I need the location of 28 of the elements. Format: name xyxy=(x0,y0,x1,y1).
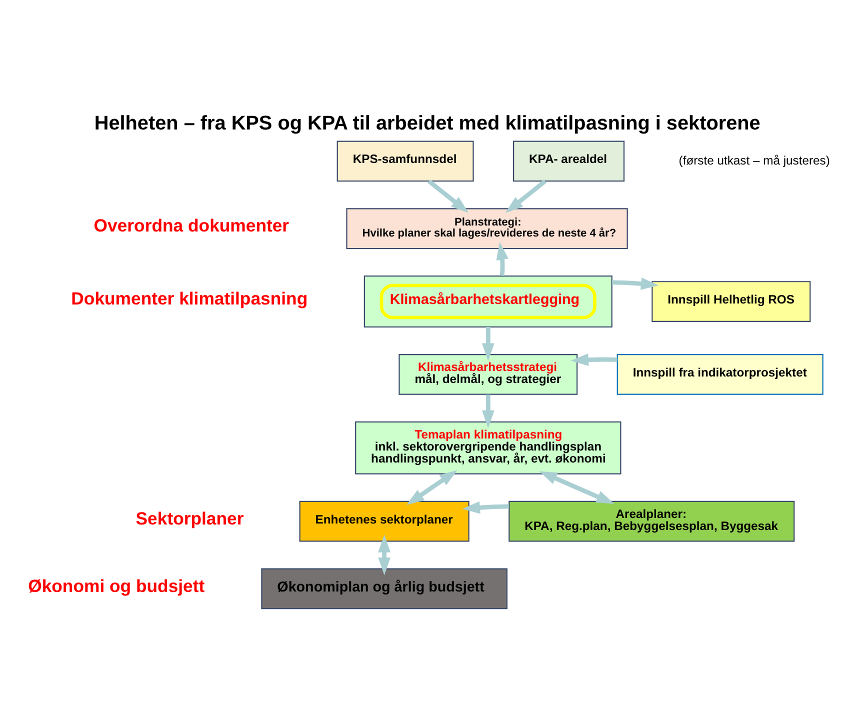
arrow xyxy=(482,394,494,428)
arrow xyxy=(496,242,509,276)
node-box: KPA- arealdel xyxy=(513,140,625,182)
label: Sektorplaner xyxy=(136,508,244,528)
arrow xyxy=(539,470,614,504)
arrow xyxy=(482,326,494,360)
label: (første utkast – må justeres) xyxy=(678,152,830,167)
node-box: KPS-samfunnsdel xyxy=(336,140,474,182)
arrow xyxy=(428,178,469,212)
arrow xyxy=(378,534,391,575)
node-box: Innspill fra indikatorprosjektet xyxy=(616,353,824,394)
node-box: Temaplan klimatilpasning inkl. sektorovergripende handlingsplan handlingspunkt, ansvar, år, evt. økonomi xyxy=(355,420,622,474)
arrow xyxy=(505,178,547,212)
node-box: Arealplaner: KPA, Reg.plan, Bebyggelsesplan, Byggesak xyxy=(508,500,795,542)
label: Dokumenter klimatilpasning xyxy=(71,288,308,308)
arrow xyxy=(570,353,618,366)
label: Overordna dokumenter xyxy=(94,215,290,236)
node-box: Klimasårbarhetsstrategi mål, delmål, og strategier xyxy=(398,353,578,394)
label: Økonomi og budsjett xyxy=(28,575,205,596)
node-box: Enhetenes sektorplaner xyxy=(299,500,470,542)
node-box: Økonomiplan og årlig budsjett xyxy=(261,568,508,609)
arrow xyxy=(462,500,509,514)
arrow xyxy=(406,470,458,505)
node-box: Klimasårbarhetskartlegging xyxy=(364,275,612,327)
node-box: Planstrategi: Hvilke planer skal lages/revideres de neste 4 år? xyxy=(346,208,628,249)
arrow xyxy=(612,277,659,290)
diagram-title: Helheten – fra KPS og KPA til arbeidet med klimatilpasning i sektorene xyxy=(94,112,760,134)
node-box: Innspill Helhetlig ROS xyxy=(652,280,811,322)
